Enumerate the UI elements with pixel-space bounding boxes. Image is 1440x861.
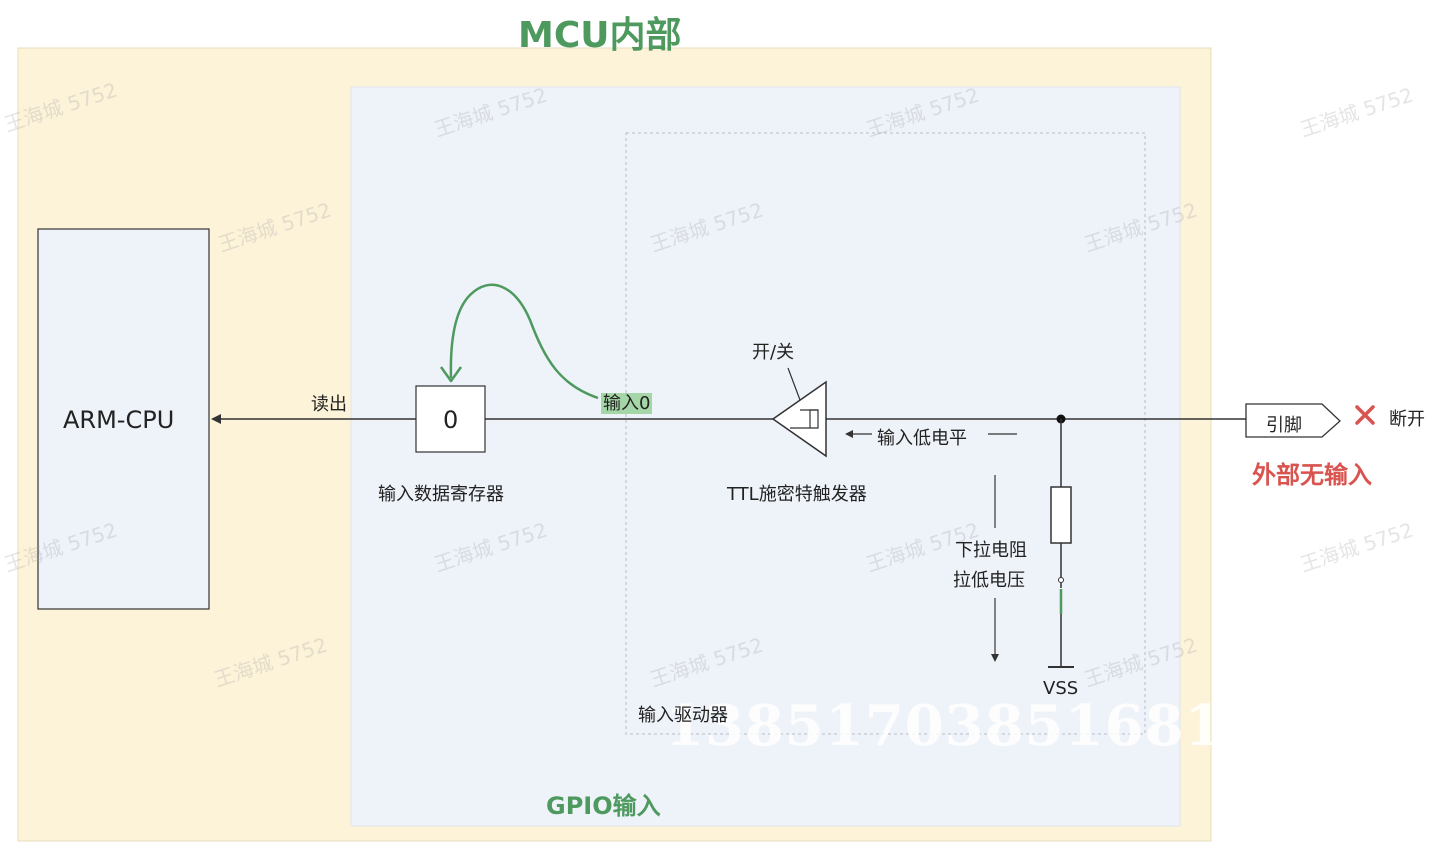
input-driver-box: [625, 132, 1146, 735]
pulldown-line2: 拉低电压: [953, 570, 1025, 591]
switch-label: 开/关: [752, 342, 795, 363]
gpio-label: GPIO输入: [546, 792, 661, 820]
driver-label: 输入驱动器: [638, 705, 728, 726]
low-level-arrow-head: [845, 430, 853, 438]
read-arrow-head: [211, 414, 221, 424]
schmitt-trigger-symbol: [771, 380, 827, 458]
trigger-label: TTL施密特触发器: [727, 484, 867, 505]
pin-label: 引脚: [1266, 415, 1302, 436]
pin-shape: [1245, 403, 1341, 438]
pulldown-arrow-head: [991, 654, 999, 662]
green-curve-arrow-head: [439, 366, 463, 383]
input-zero-label: 输入0: [601, 393, 653, 414]
mcu-title: MCU内部: [518, 15, 682, 56]
number-watermark: 13851703851681: [665, 693, 1225, 759]
register-label: 输入数据寄存器: [378, 484, 504, 505]
disconnect-x-icon: [1355, 405, 1375, 425]
green-curve-arrow: [449, 283, 599, 400]
register-value: 0: [443, 406, 459, 434]
low-level-label: 输入低电平: [877, 428, 967, 449]
disconnect-label: 断开: [1389, 409, 1425, 430]
pulldown-resistor: [1050, 486, 1072, 544]
read-label: 读出: [311, 394, 347, 415]
pulldown-line1: 下拉电阻: [955, 540, 1027, 561]
cpu-label: ARM-CPU: [63, 406, 175, 434]
vss-label: VSS: [1043, 678, 1079, 699]
register-box: [415, 385, 486, 453]
pulldown-node: [1058, 577, 1064, 583]
cpu-box: [37, 228, 210, 610]
switch-pointer: [787, 367, 801, 401]
no-input-label: 外部无输入: [1252, 461, 1372, 489]
gpio-box: [350, 86, 1181, 827]
